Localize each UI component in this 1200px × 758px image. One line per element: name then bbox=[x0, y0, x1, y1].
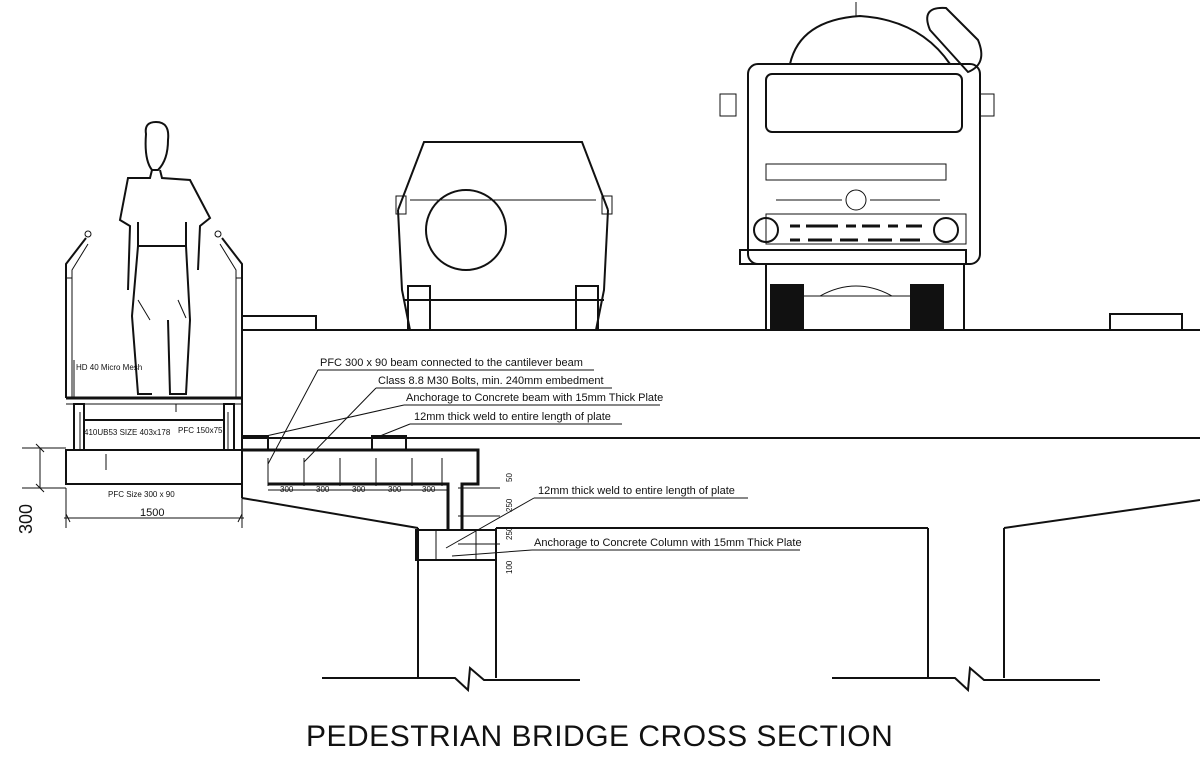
tanker-truck-front-view bbox=[719, 2, 995, 330]
plate-spacing-2: 250 bbox=[505, 498, 514, 512]
drawing-title: PEDESTRIAN BRIDGE CROSS SECTION bbox=[306, 720, 893, 753]
bolt-spacing-2: 300 bbox=[316, 485, 330, 494]
concrete-deck bbox=[241, 313, 1200, 529]
car-rear-view bbox=[395, 141, 613, 331]
label-micro-mesh: HD 40 Micro Mesh bbox=[76, 363, 142, 372]
callout-anchor-beam: Anchorage to Concrete beam with 15mm Thi… bbox=[406, 392, 663, 404]
railings bbox=[65, 230, 243, 398]
label-pfc-size: PFC Size 300 x 90 bbox=[108, 490, 175, 499]
callout-anchor-column: Anchorage to Concrete Column with 15mm T… bbox=[534, 537, 802, 549]
bolt-spacing-1: 300 bbox=[280, 485, 294, 494]
bolt-spacing-5: 300 bbox=[422, 485, 436, 494]
dimension-depth: 300 bbox=[16, 504, 36, 534]
callout-bolts: Class 8.8 M30 Bolts, min. 240mm embedmen… bbox=[378, 375, 604, 387]
bolt-spacing-4: 300 bbox=[388, 485, 402, 494]
dimension-width: 1500 bbox=[140, 507, 164, 519]
callout-weld-top: 12mm thick weld to entire length of plat… bbox=[414, 411, 611, 423]
bolt-spacing-3: 300 bbox=[352, 485, 366, 494]
right-column bbox=[832, 528, 1100, 693]
callout-pfc-beam: PFC 300 x 90 beam connected to the canti… bbox=[320, 357, 583, 369]
label-pfc-150: PFC 150x75 bbox=[178, 426, 223, 435]
label-410ub: 410UB53 SIZE 403x178 bbox=[84, 428, 171, 437]
callout-leaders bbox=[265, 369, 800, 557]
left-column bbox=[322, 528, 580, 693]
plate-spacing-1: 50 bbox=[505, 473, 514, 482]
plate-spacing-4: 100 bbox=[505, 560, 514, 574]
walkway-frame bbox=[65, 396, 243, 485]
bolt-marks bbox=[267, 458, 500, 545]
dimension-lines bbox=[22, 443, 448, 528]
plate-spacing-3: 250 bbox=[505, 526, 514, 540]
steel-connection bbox=[241, 435, 500, 561]
callout-weld-right: 12mm thick weld to entire length of plat… bbox=[538, 485, 735, 497]
pedestrian-figure bbox=[118, 120, 212, 395]
